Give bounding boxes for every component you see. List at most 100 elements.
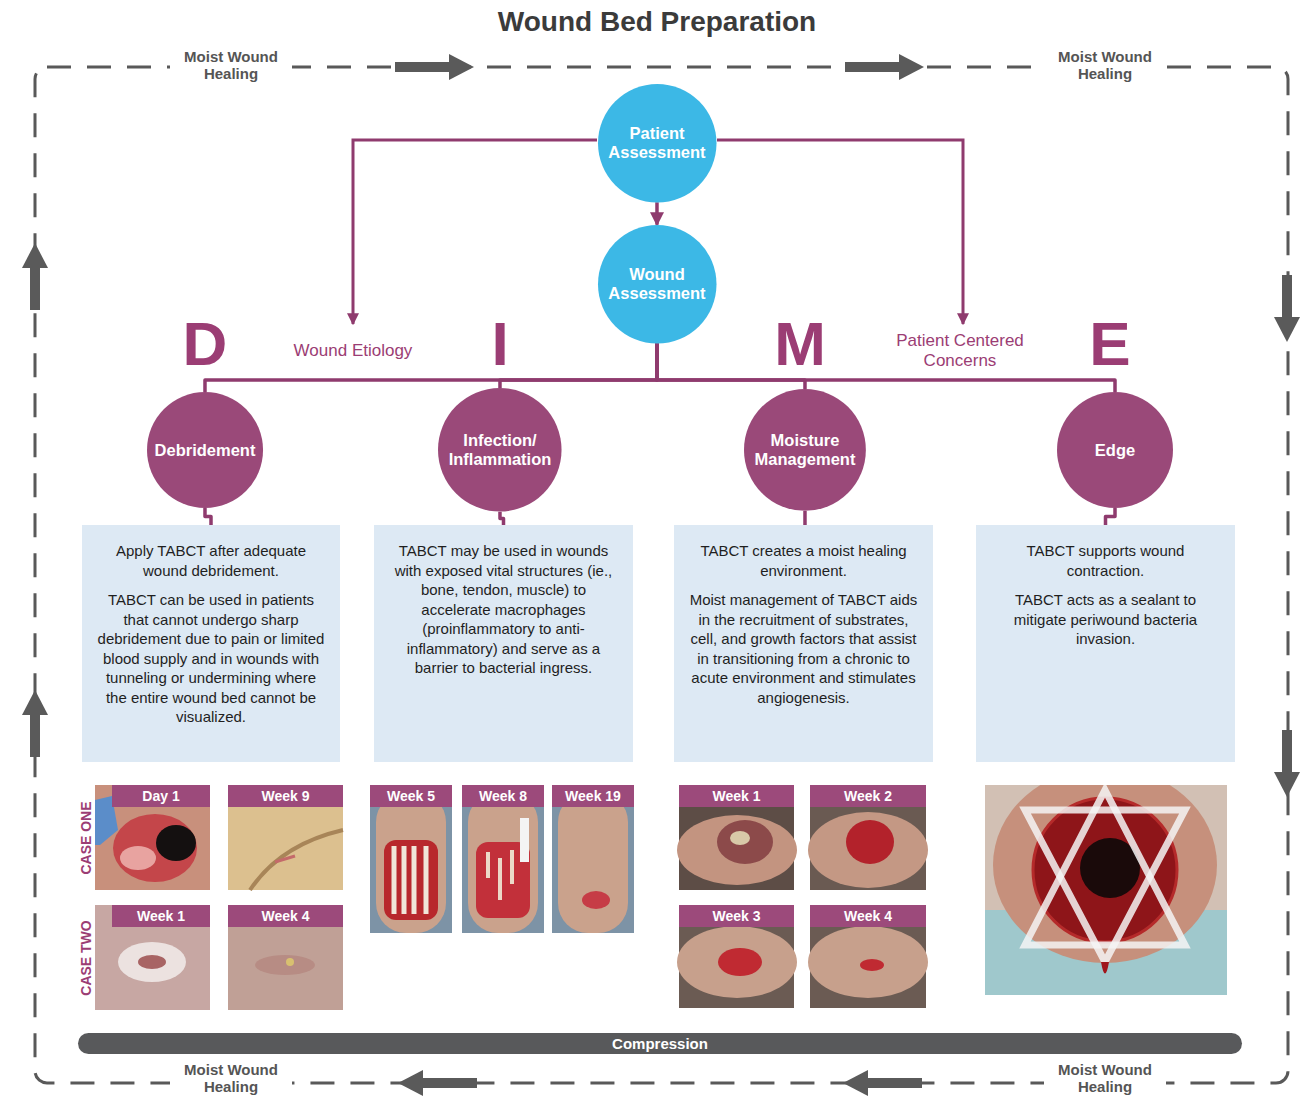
foot-photo bbox=[488, 850, 512, 900]
photo-tab: Week 8 bbox=[462, 785, 544, 807]
case-label: CASE ONE bbox=[79, 801, 93, 874]
wound-photo bbox=[228, 905, 343, 1010]
circle-label: Patient Assessment bbox=[603, 124, 711, 162]
leg-photo bbox=[677, 926, 797, 998]
leg-photo bbox=[846, 820, 894, 864]
photo-tab: Week 1 bbox=[679, 785, 794, 807]
wound-photo bbox=[95, 905, 210, 1010]
step-circle: Edge bbox=[1057, 392, 1173, 508]
case-label: CASE TWO bbox=[79, 920, 93, 995]
cycle-arrow bbox=[1282, 275, 1292, 319]
photo-tab: Week 1 bbox=[112, 905, 210, 927]
loop-label: Moist Wound Healing bbox=[170, 1061, 292, 1096]
connector bbox=[500, 512, 504, 525]
photo-tab: Week 9 bbox=[228, 785, 343, 807]
foot-photo bbox=[552, 785, 634, 933]
wound-photo bbox=[138, 955, 166, 969]
loop-label: Moist Wound Healing bbox=[1044, 48, 1166, 83]
foot-photo bbox=[468, 792, 538, 933]
sealant-photo bbox=[1025, 810, 1185, 962]
step-circle: Infection/ Inflammation bbox=[438, 388, 562, 512]
wound-photo bbox=[95, 785, 210, 890]
section-letter: M bbox=[774, 313, 826, 375]
node-text: Moist management of TABCT aids in the re… bbox=[688, 590, 919, 707]
circle-label: Infection/ Inflammation bbox=[446, 431, 554, 469]
note-box: TABCT creates a moist healing environmen… bbox=[674, 525, 933, 762]
cycle-arrow bbox=[449, 54, 474, 80]
loop-label: Moist Wound Healing bbox=[1044, 1061, 1166, 1096]
cycle-arrow bbox=[845, 62, 901, 72]
sealant-photo bbox=[993, 785, 1217, 963]
branch-label: Wound Etiology bbox=[290, 341, 416, 361]
photo-tab: Week 4 bbox=[228, 905, 343, 927]
loop-label: Moist Wound Healing bbox=[170, 48, 292, 83]
leg-photo bbox=[717, 820, 773, 864]
cycle-arrow bbox=[30, 713, 40, 757]
photo-tab: Week 3 bbox=[679, 905, 794, 927]
node-text: TABCT supports wound contraction. bbox=[990, 541, 1221, 580]
foot-photo bbox=[520, 818, 529, 862]
foot-photo bbox=[462, 785, 544, 933]
foot-photo bbox=[394, 846, 426, 914]
cycle-arrow bbox=[398, 1070, 423, 1096]
connector bbox=[655, 202, 659, 225]
wound-photo bbox=[228, 785, 343, 890]
cycle-arrow bbox=[866, 1078, 922, 1088]
foot-photo bbox=[370, 785, 452, 933]
cycle-arrow bbox=[899, 54, 924, 80]
wound-photo bbox=[275, 856, 295, 862]
foot-photo bbox=[370, 785, 452, 933]
wound-photo bbox=[228, 905, 343, 1010]
photo-tab: Week 19 bbox=[552, 785, 634, 807]
circle-label: Debridement bbox=[151, 441, 259, 460]
sealant-photo bbox=[985, 785, 1227, 995]
node-text: TABCT acts as a sealant to mitigate peri… bbox=[990, 590, 1221, 649]
leader-arrow bbox=[353, 140, 597, 324]
foot-photo bbox=[462, 785, 544, 933]
circle-outline bbox=[438, 388, 562, 512]
cycle-frame bbox=[35, 67, 1288, 1083]
branch-label: Patient Centered Concerns bbox=[872, 331, 1048, 371]
leg-photo bbox=[718, 948, 762, 976]
circle-outline bbox=[598, 84, 717, 203]
wound-photo bbox=[228, 785, 343, 890]
foot-photo bbox=[582, 891, 610, 909]
node-text: Compression bbox=[612, 1035, 708, 1053]
node-text: TABCT may be used in wounds with exposed… bbox=[388, 541, 619, 678]
step-circle: Debridement bbox=[147, 392, 263, 508]
leg-photo bbox=[808, 905, 928, 1008]
wound-photo bbox=[118, 942, 186, 982]
cycle-arrow bbox=[1274, 772, 1300, 797]
cycle-arrow bbox=[22, 54, 1300, 1096]
wound-photo bbox=[250, 830, 343, 890]
photo-tab: Week 2 bbox=[810, 785, 926, 807]
foot-photo bbox=[552, 785, 634, 933]
connector bbox=[205, 343, 657, 392]
cycle-arrow bbox=[1282, 730, 1292, 774]
wound-photo bbox=[156, 825, 196, 861]
node-text: TABCT can be used in patients that canno… bbox=[96, 590, 326, 727]
cycle-arrow bbox=[22, 690, 48, 715]
leg-photo bbox=[730, 831, 750, 845]
note-box: Apply TABCT after adequate wound debride… bbox=[82, 525, 340, 762]
step-circle: Moisture Management bbox=[744, 389, 866, 511]
section-letter: D bbox=[183, 313, 228, 375]
leg-photo bbox=[677, 815, 797, 885]
cycle-arrow bbox=[421, 1078, 477, 1088]
node-text: Apply TABCT after adequate wound debride… bbox=[96, 541, 326, 580]
circle-label: Wound Assessment bbox=[603, 265, 711, 303]
leg-photo bbox=[860, 959, 884, 971]
note-box: TABCT supports wound contraction. TABCT a… bbox=[976, 525, 1235, 762]
connector bbox=[205, 508, 211, 525]
leader-arrow bbox=[717, 140, 963, 324]
circle-outline bbox=[1057, 392, 1173, 508]
circle-label: Edge bbox=[1061, 441, 1169, 460]
assessment-circle: Wound Assessment bbox=[598, 225, 717, 344]
cycle-arrow bbox=[1274, 317, 1300, 342]
leg-photo bbox=[808, 926, 928, 998]
cycle-arrow bbox=[30, 266, 40, 310]
assessment-circle: Patient Assessment bbox=[598, 84, 717, 203]
connector bbox=[500, 343, 657, 388]
foot-photo bbox=[376, 792, 446, 933]
photo-tab: Week 5 bbox=[370, 785, 452, 807]
